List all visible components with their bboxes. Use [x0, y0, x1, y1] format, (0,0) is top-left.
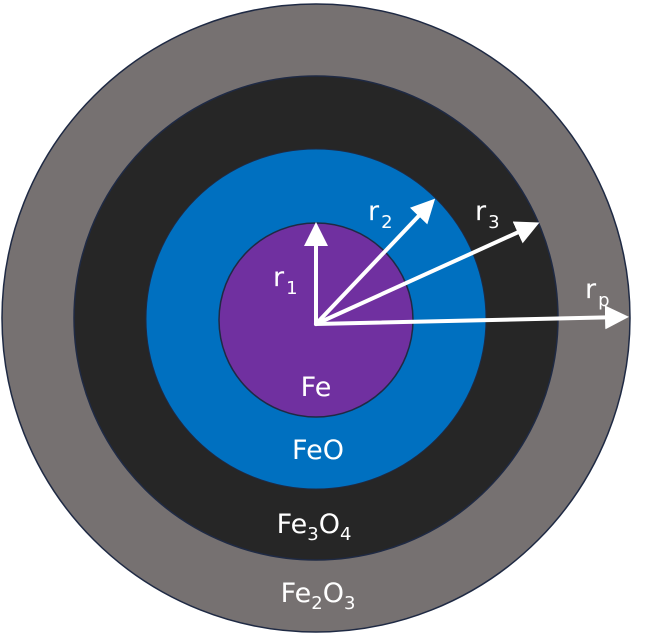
- fe-label: Fe: [301, 372, 332, 403]
- fe2o3-label: Fe2O3: [281, 578, 356, 614]
- rp-arrow: [314, 305, 629, 330]
- r3-arrow: [314, 221, 540, 326]
- r2-arrow: [314, 198, 436, 326]
- feo-label: FeO: [292, 435, 344, 466]
- fe3o4-label: Fe3O4: [277, 509, 352, 545]
